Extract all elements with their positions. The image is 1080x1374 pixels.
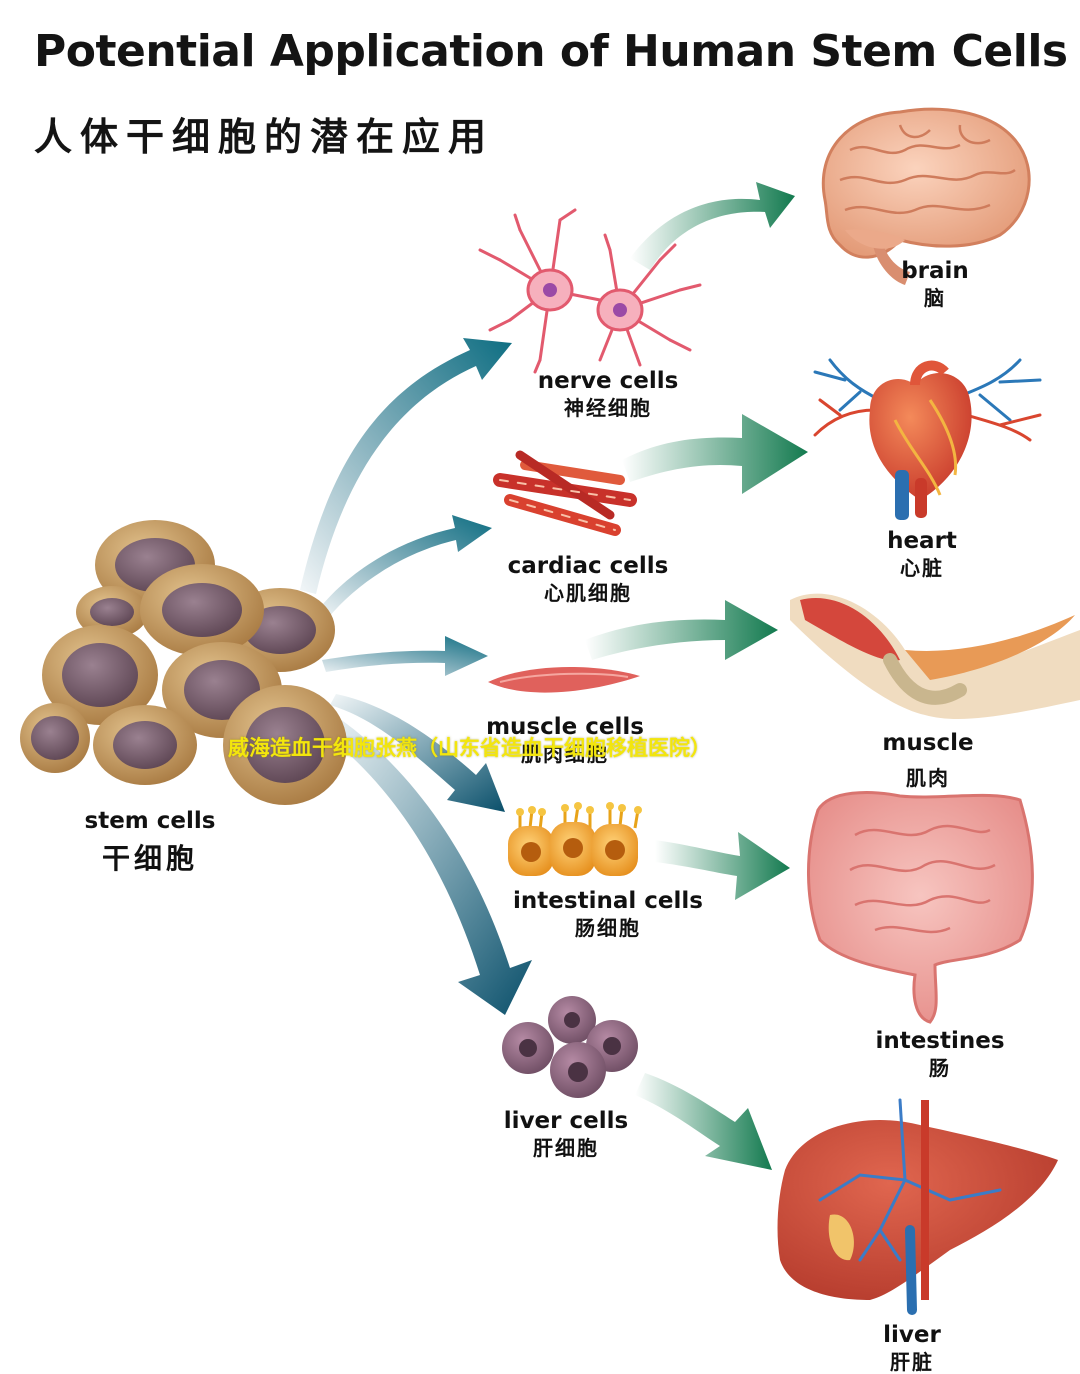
watermark-text: 威海造血干细胞张燕（山东省造血干细胞移植医院） (228, 736, 711, 760)
intestinal-cells-illustration (508, 802, 642, 876)
arrow-liver-to-liver (635, 1073, 772, 1170)
intestinal-cells-label: intestinal cells 肠细胞 (513, 888, 703, 940)
page-title: Potential Application of Human Stem Cell… (34, 26, 1068, 77)
liver-cells-label: liver cells 肝细胞 (504, 1108, 628, 1160)
muscle-label: muscle 肌肉 (882, 730, 973, 790)
arrow-stem-to-cardiac (318, 515, 492, 618)
cardiac-cells-label: cardiac cells 心肌细胞 (508, 553, 669, 605)
liver-cells-label-en: liver cells (503, 1108, 629, 1134)
arrow-stem-to-muscle (322, 636, 488, 676)
intestines-label: intestines 肠 (875, 1028, 1004, 1080)
nerve-cells-illustration (478, 208, 702, 374)
heart-label: heart 心脏 (887, 528, 957, 580)
liver-label-zh: 肝脏 (889, 1349, 934, 1374)
muscle-cells-label: muscle cells 肌肉细胞 (486, 714, 644, 766)
intestines-label-en: intestines (875, 1028, 1005, 1054)
muscle-cells-label-zh: 肌肉细胞 (520, 741, 609, 766)
liver-cells-label-zh: 肝细胞 (533, 1135, 599, 1160)
muscle-cells-illustration (488, 666, 640, 693)
arrow-muscle-to-muscle (585, 600, 778, 660)
brain-illustration (821, 107, 1031, 285)
stem-cells-label-zh: 干细胞 (101, 841, 199, 875)
arrow-intestinal-to-intestines (655, 832, 790, 900)
stem-cells-label: stem cells 干细胞 (85, 808, 216, 875)
intestines-label-zh: 肠 (929, 1055, 951, 1080)
intestinal-cells-label-zh: 肠细胞 (575, 915, 641, 940)
nerve-cells-label-en: nerve cells (537, 368, 679, 394)
liver-illustration (777, 1098, 1058, 1315)
brain-label-en: brain (901, 258, 969, 284)
nerve-cells-label: nerve cells 神经细胞 (538, 368, 679, 420)
heart-illustration (813, 358, 1042, 520)
muscle-cells-label-en: muscle cells (486, 714, 644, 740)
arrow-stem-to-nerve (300, 338, 512, 594)
cardiac-cells-illustration (493, 450, 637, 536)
liver-label-en: liver (883, 1322, 941, 1348)
page-subtitle: 人体干细胞的潜在应用 (34, 115, 495, 159)
heart-label-zh: 心脏 (900, 555, 944, 580)
arrow-stem-to-intestinal (330, 694, 505, 812)
stem-cells-label-en: stem cells (84, 808, 216, 834)
arrow-cardiac-to-heart (622, 414, 808, 494)
arrow-nerve-to-brain (630, 182, 795, 270)
intestinal-cells-label-en: intestinal cells (513, 888, 703, 914)
liver-cells-illustration (502, 996, 638, 1098)
arm-muscle-illustration (790, 593, 1080, 720)
brain-label: brain 脑 (901, 258, 969, 310)
muscle-label-en: muscle (882, 730, 974, 756)
brain-label-zh: 脑 (924, 285, 946, 310)
arrow-stem-to-liver (320, 716, 532, 1015)
cardiac-cells-label-zh: 心肌细胞 (543, 580, 632, 605)
cardiac-cells-label-en: cardiac cells (507, 553, 669, 579)
muscle-label-zh: 肌肉 (906, 765, 950, 790)
intestines-illustration (807, 791, 1034, 1024)
heart-label-en: heart (887, 528, 957, 554)
nerve-cells-label-zh: 神经细胞 (563, 395, 652, 420)
liver-label: liver 肝脏 (883, 1322, 941, 1374)
stem-cell-cluster-illustration (20, 520, 347, 805)
